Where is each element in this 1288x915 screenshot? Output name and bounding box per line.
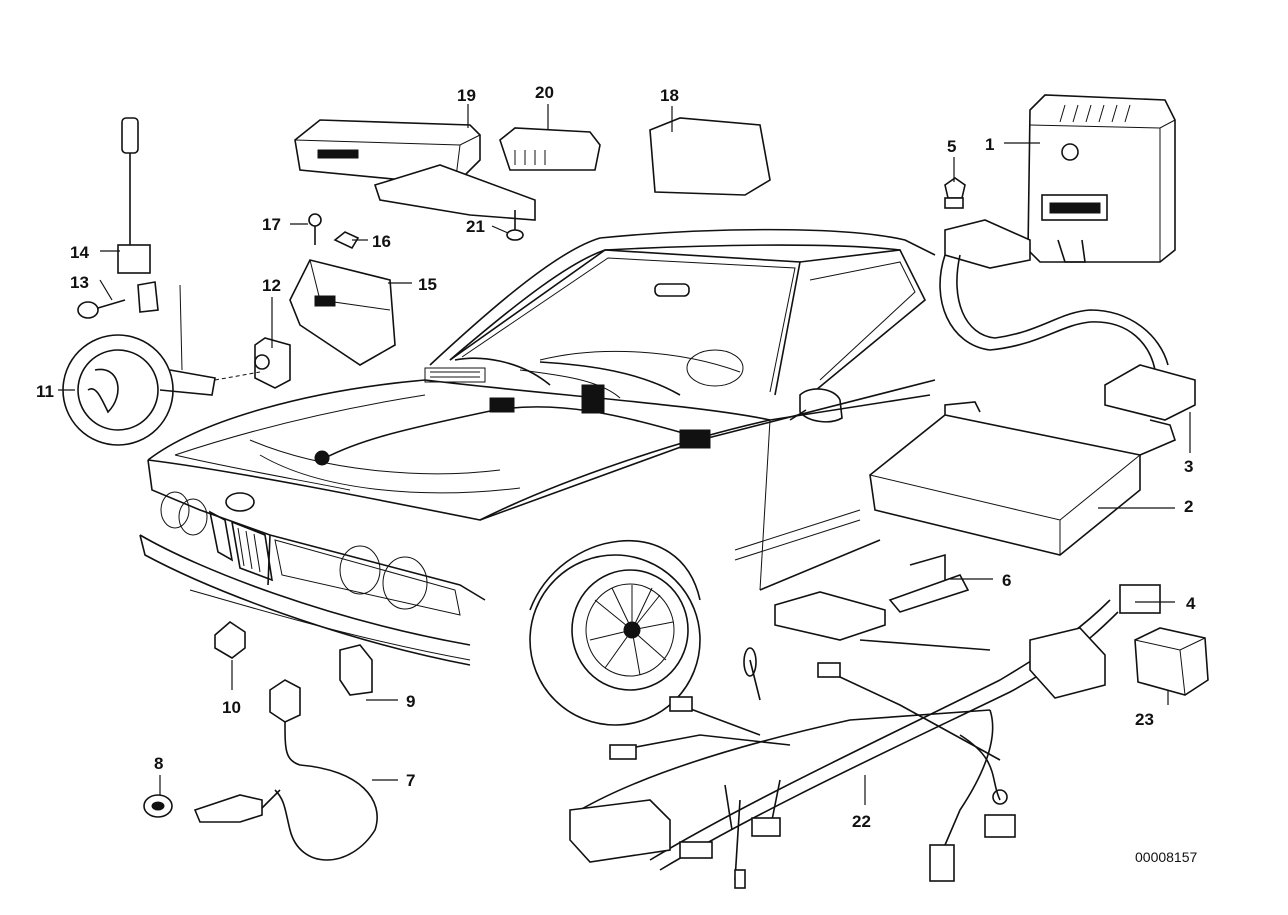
part-5-bulb (944, 177, 966, 209)
part-12-bracket (254, 337, 291, 389)
callout-7: 7 (406, 771, 415, 790)
part-13-bolt (77, 299, 126, 319)
callout-4: 4 (1186, 594, 1196, 613)
part-1-control-unit (1027, 94, 1176, 263)
callout-5: 5 (947, 137, 956, 156)
part-8-grommet (143, 794, 173, 818)
callout-8: 8 (154, 754, 163, 773)
callout-16: 16 (372, 232, 391, 251)
callout-3: 3 (1184, 457, 1193, 476)
part-9-bracket (339, 644, 373, 696)
part-11-horn (62, 284, 261, 446)
part-20-module (499, 127, 601, 171)
callout-2: 2 (1184, 497, 1193, 516)
part-6-bracket (774, 553, 970, 641)
part-21-screw (506, 210, 524, 241)
callout-1: 1 (985, 135, 994, 154)
part-15-bracket (289, 259, 396, 366)
callout-21: 21 (466, 217, 485, 236)
callout-20: 20 (535, 83, 554, 102)
callout-13: 13 (70, 273, 89, 292)
part-16-clip (333, 231, 360, 250)
callout-11: 11 (36, 382, 54, 401)
part-2-module (869, 401, 1176, 556)
part-19-control-unit (294, 119, 536, 221)
callout-6: 6 (1002, 571, 1011, 590)
callout-18: 18 (660, 86, 679, 105)
callout-labels: 1 2 3 4 5 6 7 8 9 10 11 12 13 14 15 16 1… (36, 83, 1198, 865)
part-7-sensor-cable (193, 679, 378, 861)
part-4-connector (1119, 584, 1161, 614)
diagram-reference-number: 00008157 (1135, 849, 1198, 865)
callout-19: 19 (457, 86, 476, 105)
callout-17: 17 (262, 215, 281, 234)
leader-lines (58, 104, 1191, 805)
part-18-cover (649, 117, 771, 196)
callout-15: 15 (418, 275, 437, 294)
part-23-relay (1134, 627, 1209, 696)
car-body (139, 228, 936, 726)
part-14-sensor (117, 117, 159, 313)
part-10-clip (214, 620, 246, 659)
callout-23: 23 (1135, 710, 1154, 729)
callout-22: 22 (852, 812, 871, 831)
part-3-cable (939, 219, 1196, 421)
callout-9: 9 (406, 692, 415, 711)
callout-10: 10 (222, 698, 241, 717)
part-17-screw (308, 213, 322, 245)
part-22-wiring-harness (569, 584, 1161, 889)
callout-12: 12 (262, 276, 281, 295)
callout-14: 14 (70, 243, 89, 262)
